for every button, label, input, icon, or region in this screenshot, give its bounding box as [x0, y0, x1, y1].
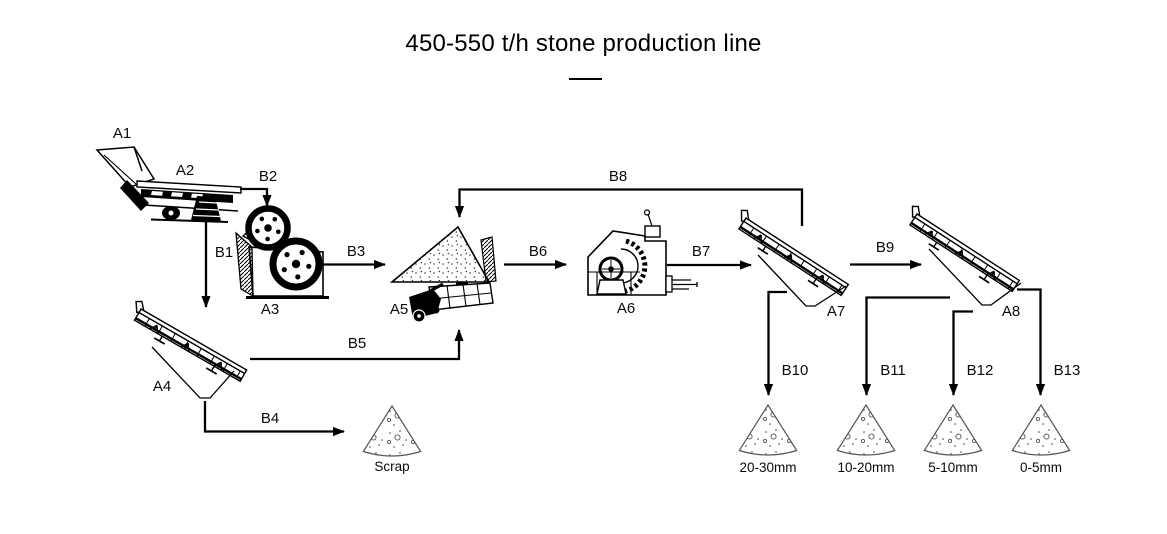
- equipment-label-a5: A5: [390, 301, 408, 318]
- impact-crusher-icon: [587, 209, 698, 296]
- flow-label-b5: B5: [348, 335, 366, 352]
- flow-label-b6: B6: [529, 243, 547, 260]
- equipment-label-a8: A8: [1002, 303, 1020, 320]
- title-underline: [569, 78, 602, 80]
- page-title: 450-550 t/h stone production line: [405, 30, 762, 57]
- output-label-scrap: Scrap: [374, 459, 409, 474]
- flow-label-b13: B13: [1054, 362, 1081, 379]
- flow-label-b1: B1: [215, 244, 233, 261]
- flow-arrow-b2: [240, 187, 272, 207]
- equipment-label-a4: A4: [153, 378, 171, 395]
- equipment-label-a6: A6: [617, 300, 635, 317]
- equipment-label-a3: A3: [261, 301, 279, 318]
- flow-arrow-b12: [948, 310, 973, 396]
- stone-pile-icon-scrap: [362, 405, 422, 457]
- vibrating-screen-icon-a4: [123, 297, 252, 399]
- jaw-crusher-icon: [235, 205, 329, 299]
- flow-arrow-b4: [203, 401, 345, 437]
- vibrating-screen-icon-a8: [899, 202, 1025, 306]
- equipment-label-a7: A7: [827, 303, 845, 320]
- flow-label-b12: B12: [967, 362, 994, 379]
- equipment-label-a2: A2: [176, 162, 194, 179]
- vibrating-feeder-icon: [120, 180, 242, 223]
- flow-arrow-b5: [250, 329, 464, 361]
- output-label-20-30mm: 20-30mm: [739, 460, 796, 475]
- flow-label-b4: B4: [261, 410, 279, 427]
- output-label-0-5mm: 0-5mm: [1020, 460, 1062, 475]
- flow-label-b2: B2: [259, 168, 277, 185]
- flow-label-b3: B3: [347, 243, 365, 260]
- vibrating-screen-icon-a7: [728, 206, 854, 307]
- flow-label-b10: B10: [782, 362, 809, 379]
- flow-label-b11: B11: [880, 362, 906, 379]
- output-label-10-20mm: 10-20mm: [837, 460, 894, 475]
- stone-pile-icon-0-5: [1011, 404, 1071, 456]
- flow-label-b8: B8: [609, 168, 627, 185]
- stone-pile-icon-5-10: [923, 404, 983, 456]
- flow-arrow-b8: [454, 188, 804, 226]
- output-label-5-10mm: 5-10mm: [928, 460, 978, 475]
- feed-hopper-icon: [95, 146, 156, 188]
- flow-label-b7: B7: [692, 243, 710, 260]
- stone-pile-icon-20-30: [738, 404, 798, 456]
- equipment-label-a1: A1: [113, 125, 131, 142]
- flow-arrow-b13: [1017, 288, 1046, 396]
- flow-arrow-b10: [763, 290, 787, 396]
- flow-label-b9: B9: [876, 239, 894, 256]
- stone-pile-icon-10-20: [836, 404, 896, 456]
- stockpile-with-feeder-icon: [389, 225, 497, 323]
- flow-arrow-b11: [861, 296, 950, 396]
